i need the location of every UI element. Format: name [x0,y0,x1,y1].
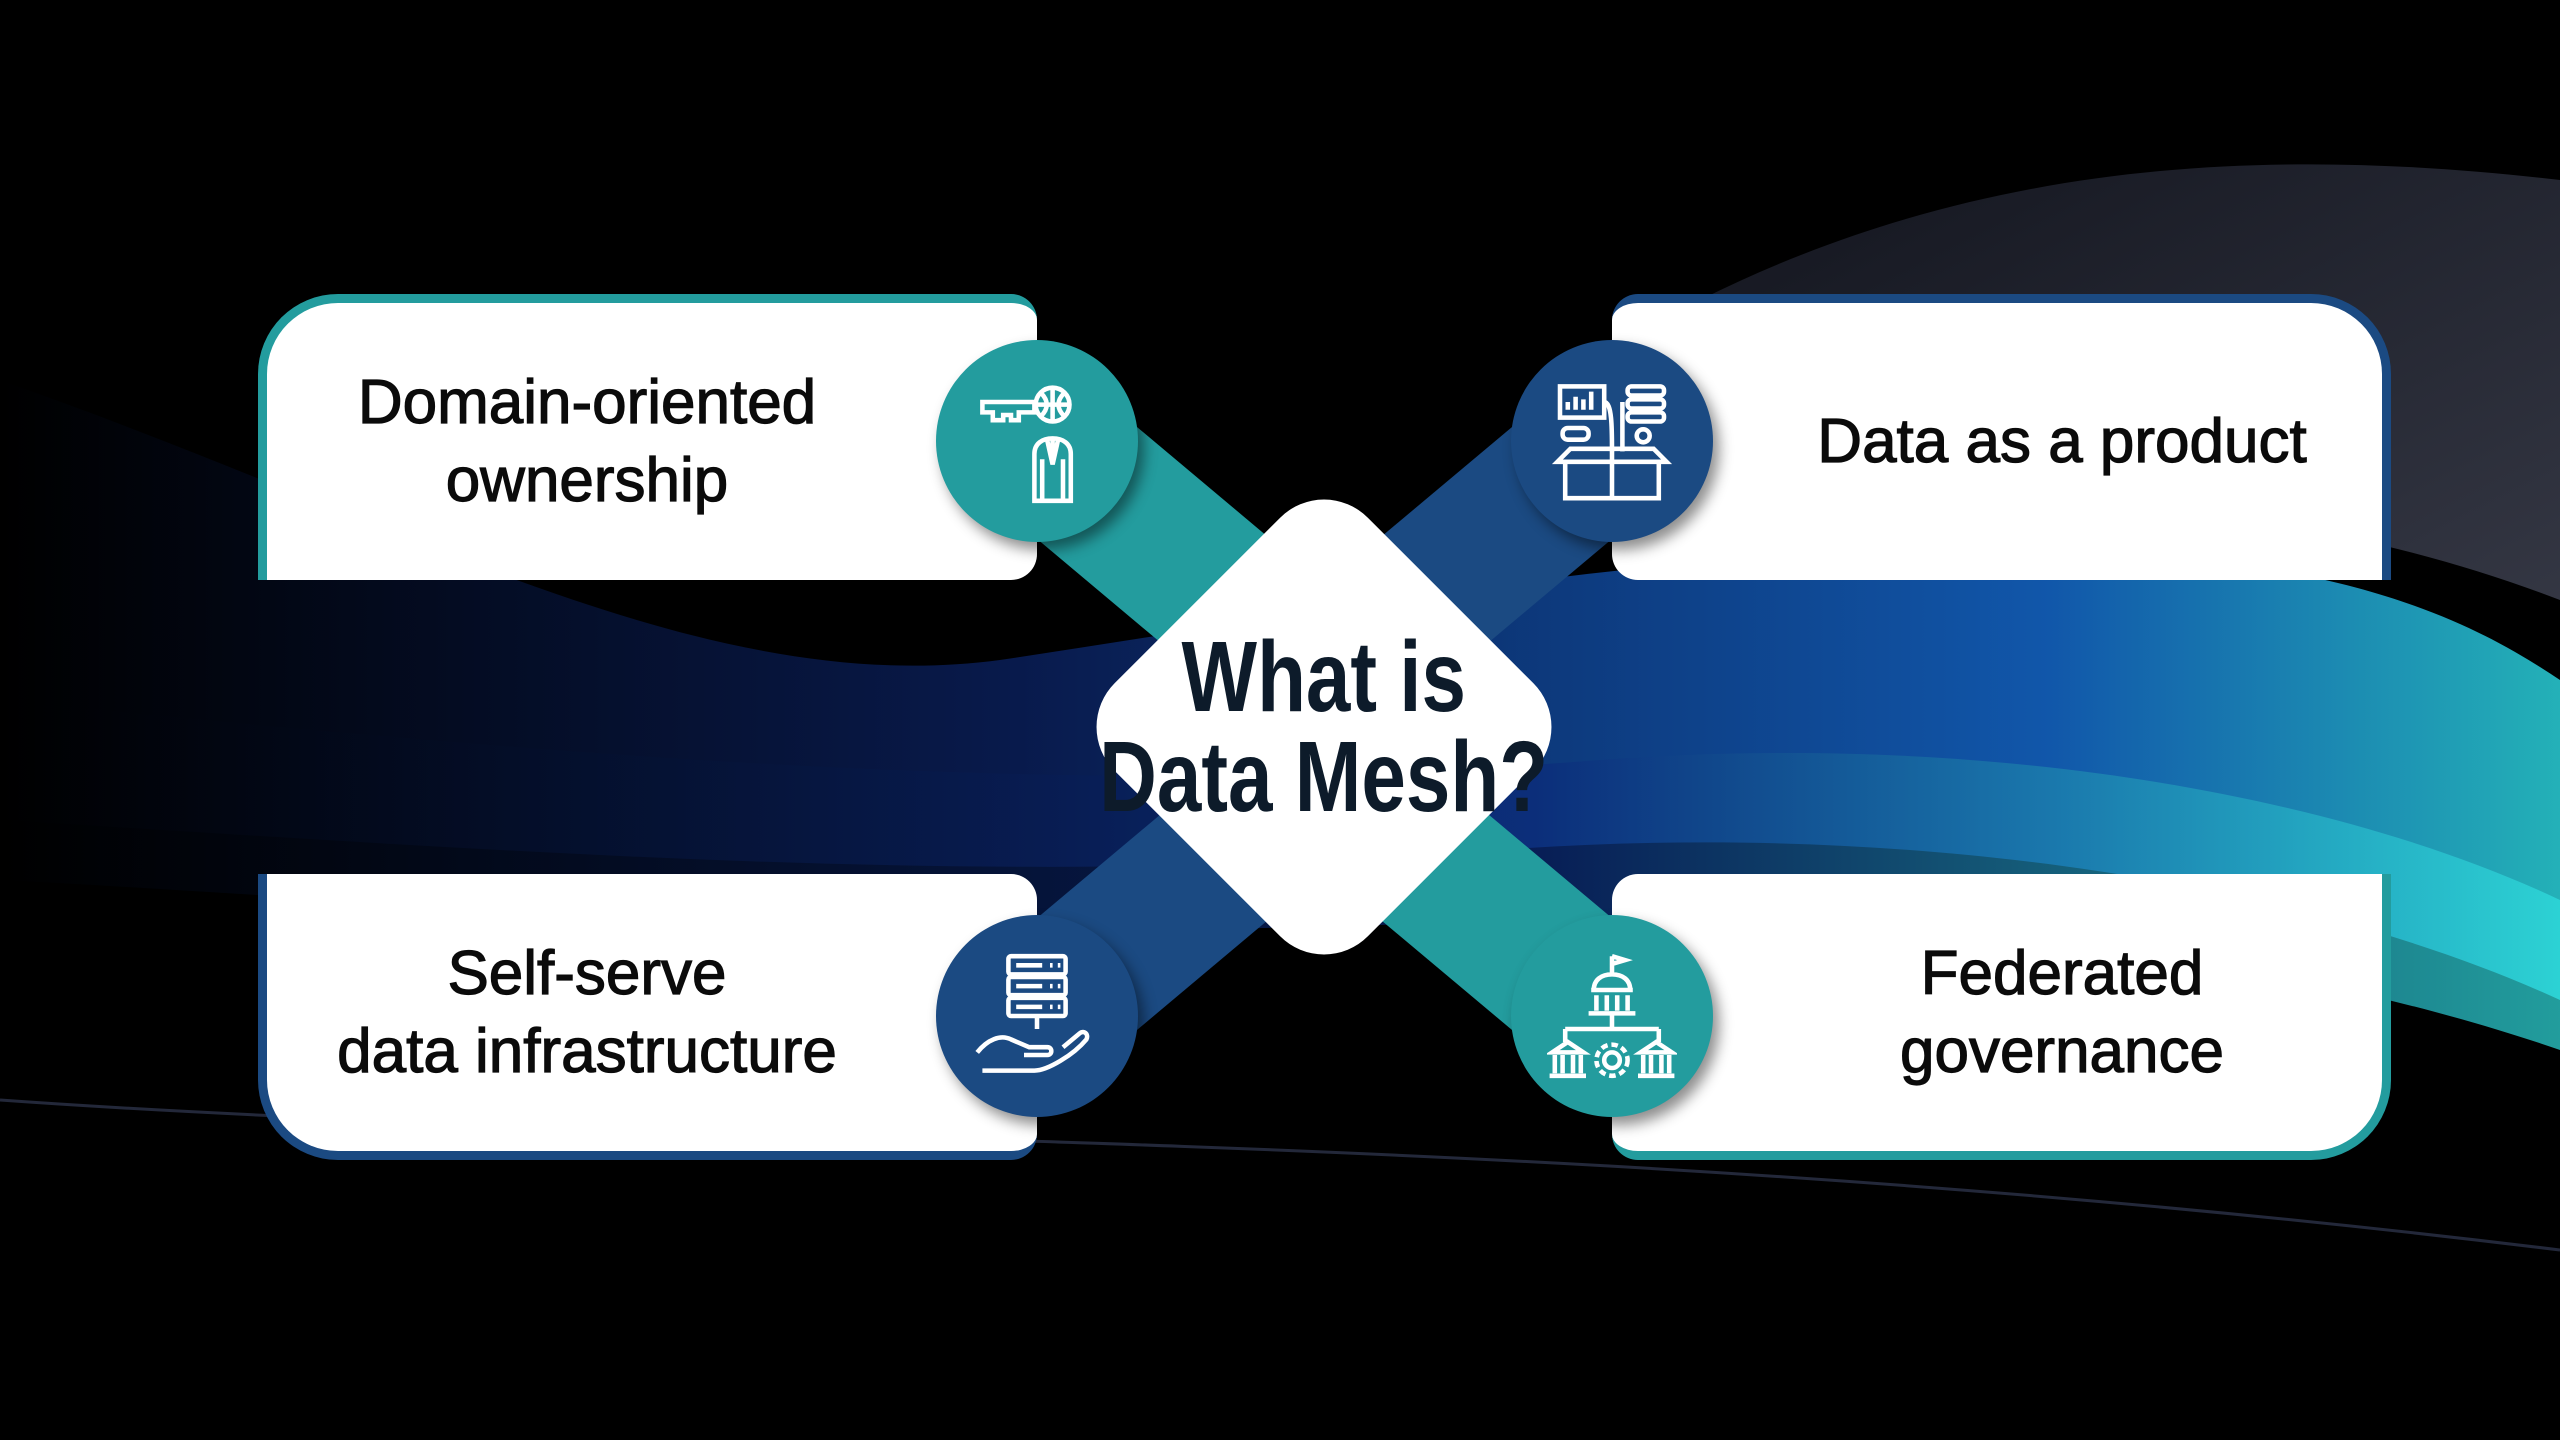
key-person-globe-icon [936,340,1138,542]
card-title: Data as a product [1817,406,2308,476]
card-data-as-a-product: Data as a product [1612,294,2391,580]
center-title-line1: What is [1181,621,1467,733]
governance-buildings-icon [1511,915,1713,1117]
center-title: What is Data Mesh? [1074,600,1574,854]
card-federated-governance: Federated governance [1612,874,2391,1160]
card-title-line1: Federated [1920,938,2204,1008]
card-self-serve-infrastructure: Self-serve data infrastructure [258,874,1037,1160]
center-title-line2: Data Mesh? [1099,721,1549,833]
card-title-line2: ownership [445,445,729,515]
server-hand-icon [936,915,1138,1117]
card-title-line2: data infrastructure [337,1016,838,1086]
card-title-line1: Self-serve [447,938,727,1008]
card-domain-oriented-ownership: Domain-oriented ownership [258,294,1037,580]
card-title-line1: Domain-oriented [357,367,817,437]
card-title-line2: governance [1899,1016,2225,1086]
data-product-box-icon [1511,340,1713,542]
